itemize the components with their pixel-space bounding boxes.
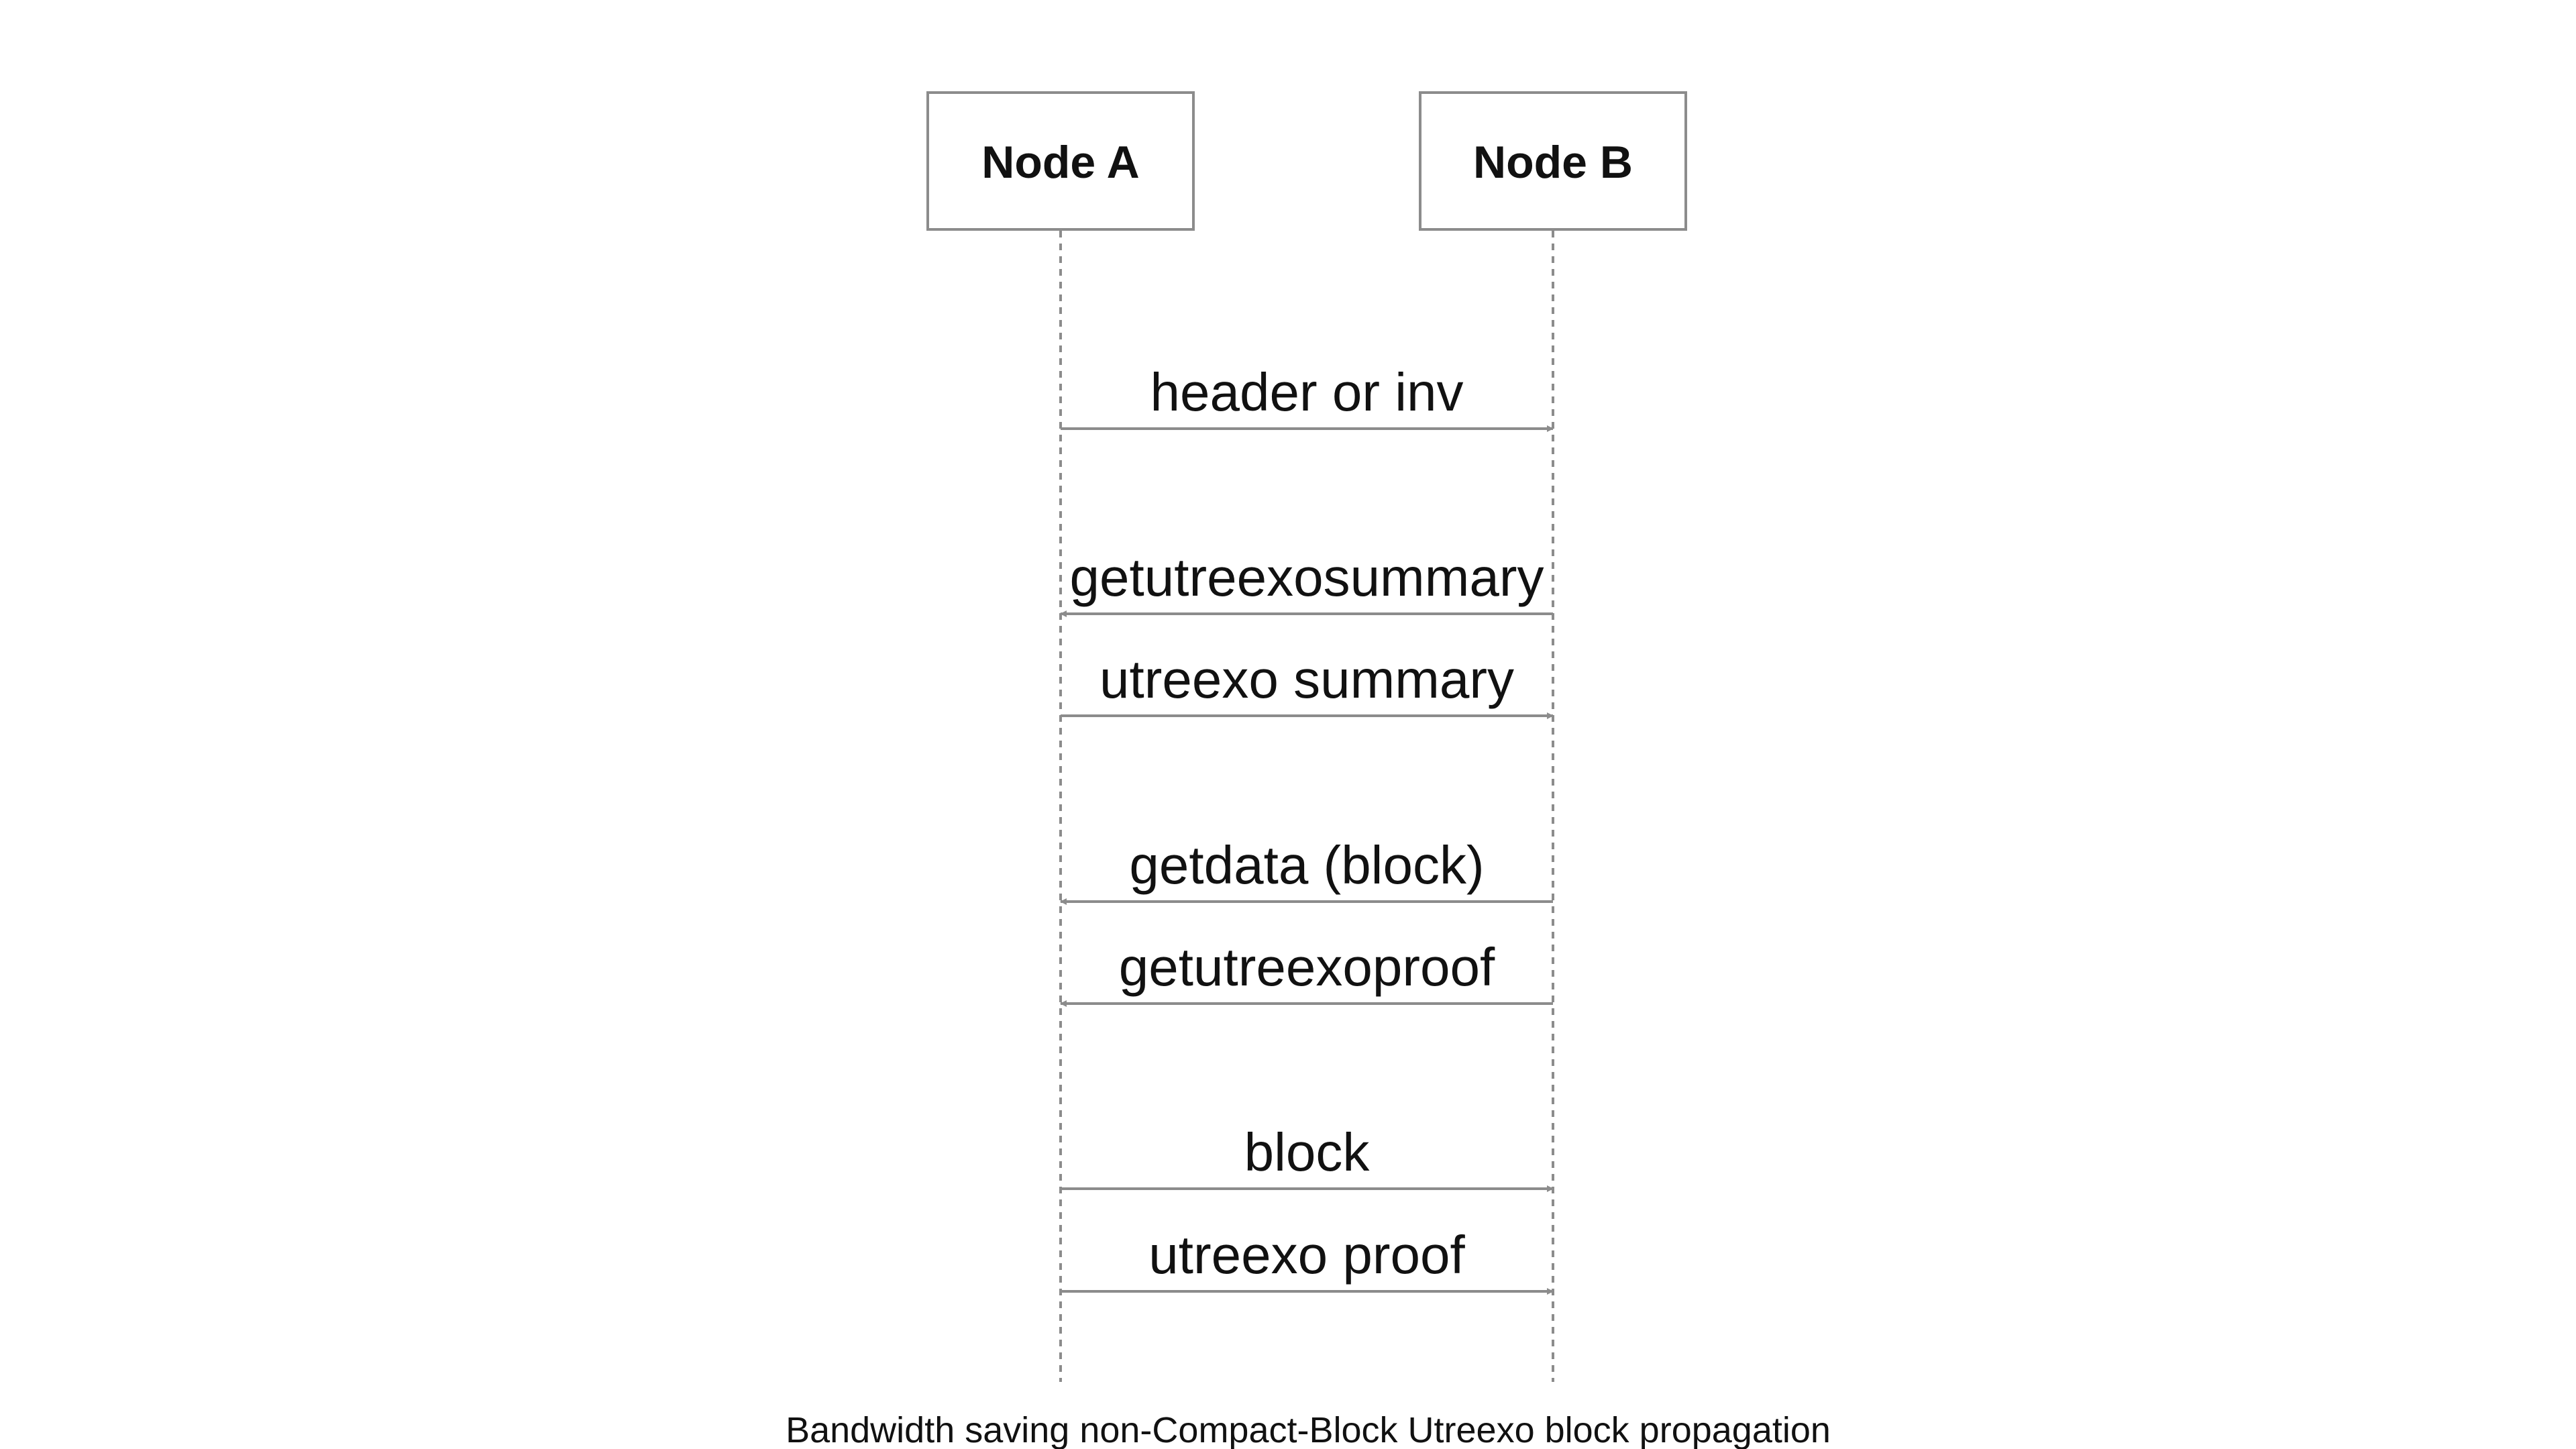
node-b-box	[1419, 91, 1687, 231]
message-utreexo-summary: utreexo summary	[1061, 649, 1554, 719]
message-utreexo-proof: utreexo proof	[1061, 1225, 1554, 1295]
message-getutreexosummary: getutreexosummary	[1060, 547, 1553, 617]
message-label: getdata (block)	[1129, 835, 1484, 895]
message-label: getutreexoproof	[1119, 937, 1495, 997]
message-label: getutreexosummary	[1070, 547, 1544, 607]
message-label: utreexo summary	[1099, 649, 1514, 709]
node-b-label: Node B	[1473, 137, 1633, 188]
message-getdata-block: getdata (block)	[1060, 835, 1553, 905]
node-a-label: Node A	[981, 137, 1139, 188]
participant-node-a: Node A	[926, 91, 1195, 1382]
message-label: utreexo proof	[1148, 1225, 1465, 1285]
node-a-box	[926, 91, 1195, 231]
message-getutreexoproof: getutreexoproof	[1060, 937, 1553, 1007]
message-header-or-inv: header or inv	[1061, 362, 1554, 432]
message-label: block	[1244, 1122, 1371, 1182]
message-label: header or inv	[1150, 362, 1464, 422]
message-block: block	[1061, 1122, 1554, 1192]
diagram-caption: Bandwidth saving non-Compact-Block Utree…	[786, 1410, 1831, 1449]
